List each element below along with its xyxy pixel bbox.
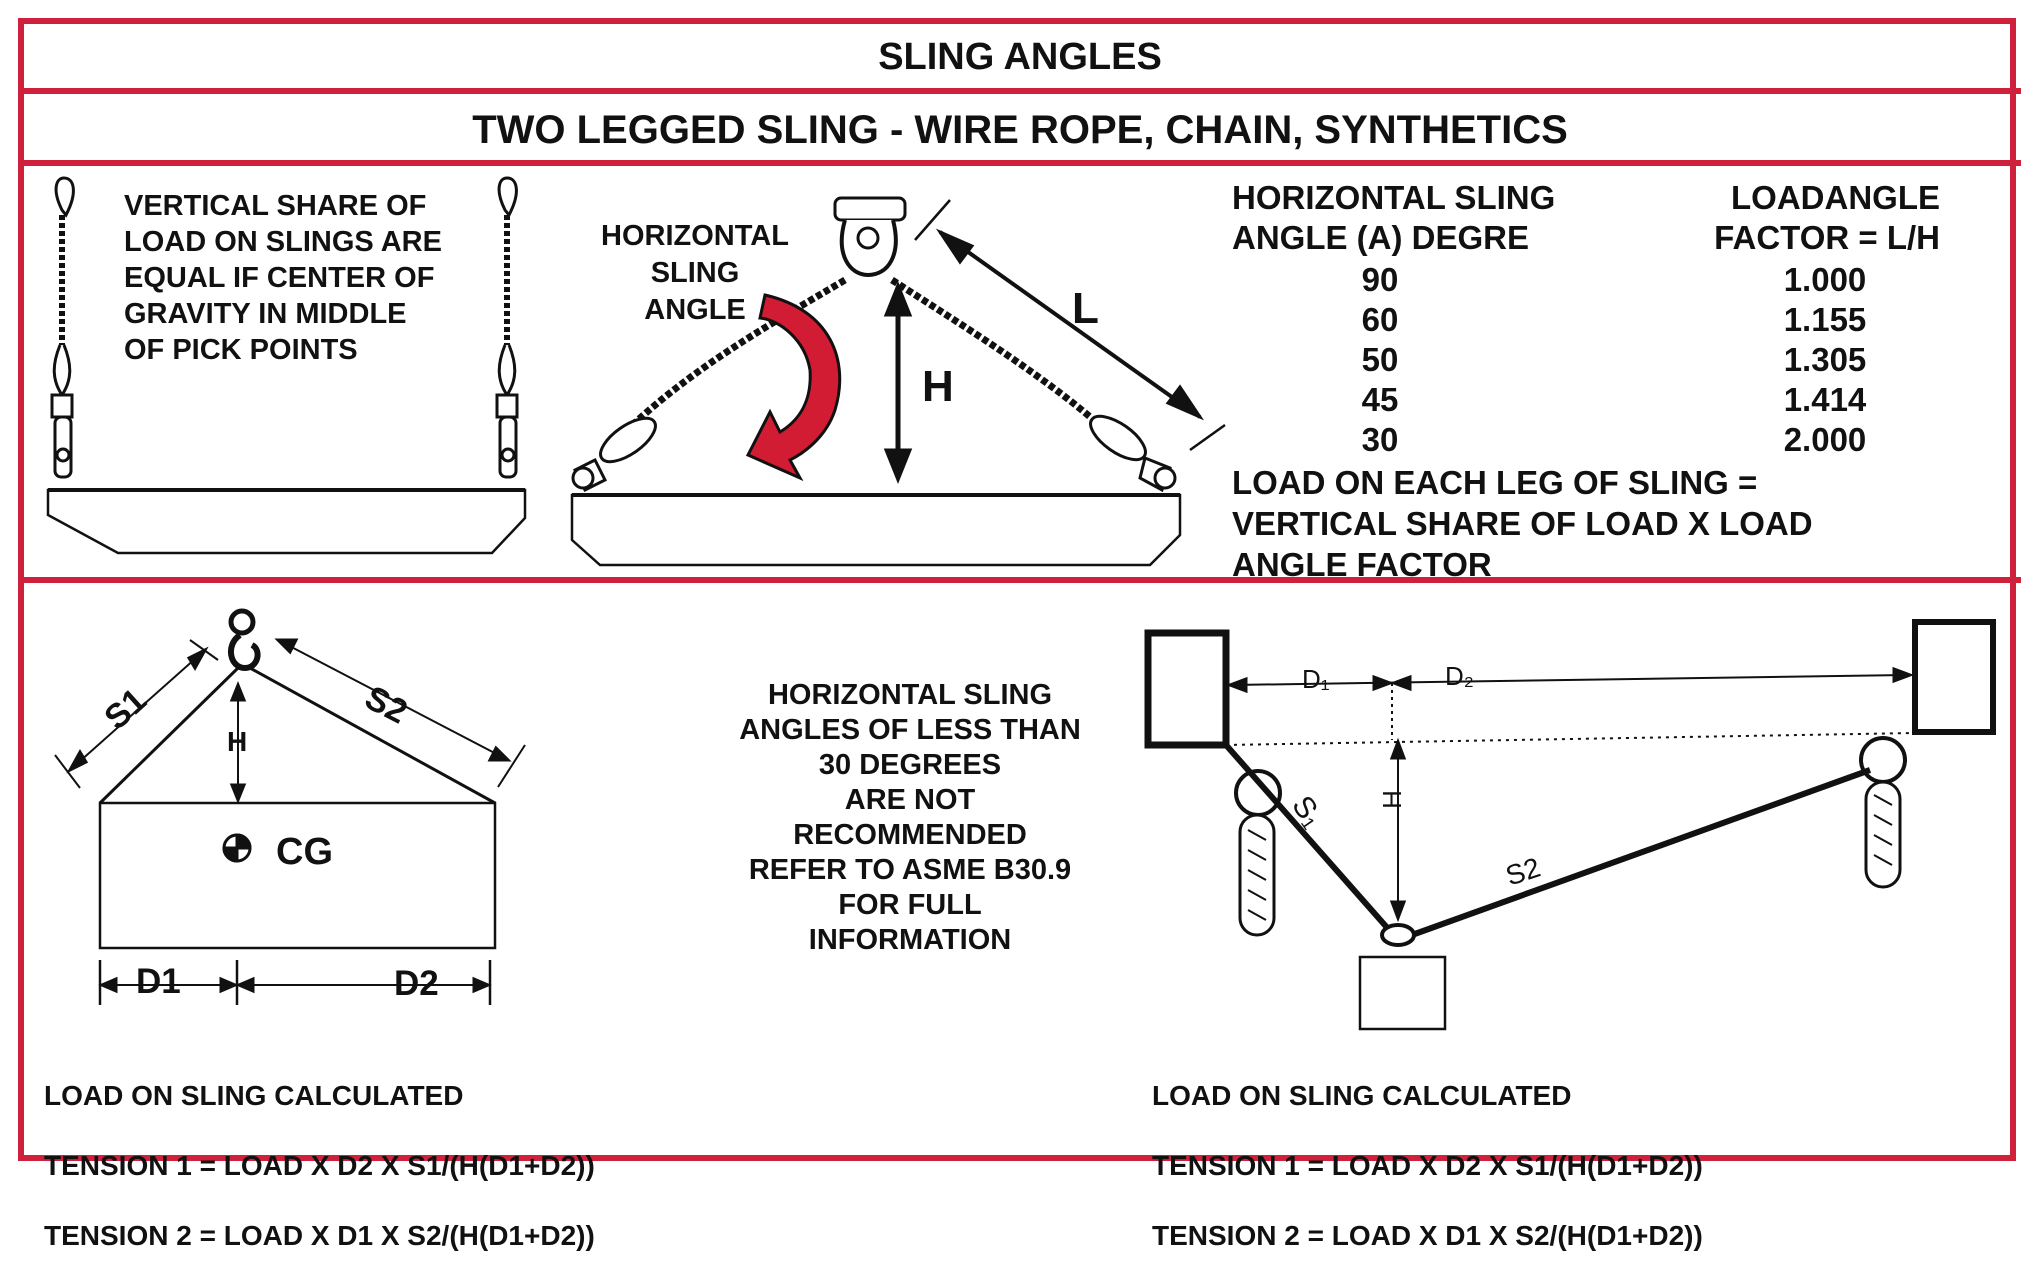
unequal-sling-diagram — [1144, 619, 1996, 1031]
calc-right-title: LOAD ON SLING CALCULATED — [1152, 1080, 1572, 1111]
d1-label: D1 — [136, 962, 181, 1001]
outer-frame — [18, 18, 2016, 1161]
table-factor-column: 1.000 1.155 1.305 1.414 2.000 — [1740, 260, 1910, 460]
table-cell-factor: 1.305 — [1783, 341, 1867, 378]
divider-title — [18, 88, 2021, 94]
table-header-angle: HORIZONTAL SLING ANGLE (A) DEGRE — [1232, 179, 1556, 256]
h-label: H — [227, 726, 248, 757]
page-title: SLING ANGLES — [878, 36, 1162, 78]
sling-angle-illustration — [570, 196, 1226, 567]
d2-label: D2 — [394, 964, 439, 1003]
vertical-share-note: VERTICAL SHARE OF LOAD ON SLINGS ARE EQU… — [124, 190, 442, 366]
table-cell-angle: 60 — [1361, 301, 1399, 338]
divider-panels — [18, 577, 2021, 583]
table-cell-factor: 1.000 — [1783, 261, 1867, 298]
height-label: H — [922, 362, 954, 411]
horizontal-sling-angle-label: HORIZONTAL SLING ANGLE — [601, 220, 789, 326]
calc-right-tension2: TENSION 2 = LOAD X D1 X S2/(H(D1+D2)) — [1152, 1220, 1703, 1251]
table-angle-column: 90 60 50 45 30 — [1300, 260, 1460, 460]
calc-left-block: LOAD ON SLING CALCULATED TENSION 1 = LOA… — [44, 1043, 595, 1288]
calc-left-tension1: TENSION 1 = LOAD X D2 X S1/(H(D1+D2)) — [44, 1150, 595, 1181]
table-cell-factor: 1.414 — [1783, 381, 1867, 418]
cg-label: CG — [276, 831, 333, 873]
divider-subtitle — [18, 160, 2021, 166]
cg-sling-diagram — [54, 608, 526, 1005]
right-d2-label: D₂ — [1445, 661, 1474, 691]
table-cell-angle: 30 — [1361, 421, 1399, 458]
calc-left-title: LOAD ON SLING CALCULATED — [44, 1080, 464, 1111]
load-per-leg-formula: LOAD ON EACH LEG OF SLING = VERTICAL SHA… — [1232, 464, 1813, 583]
table-cell-angle: 50 — [1361, 341, 1399, 378]
table-cell-angle: 90 — [1361, 261, 1399, 298]
angle-warning-note: HORIZONTAL SLING ANGLES OF LESS THAN 30 … — [739, 679, 1081, 956]
calc-right-tension1: TENSION 1 = LOAD X D2 X S1/(H(D1+D2)) — [1152, 1150, 1703, 1181]
right-h-label: H — [1376, 790, 1407, 809]
right-d1-label: D₁ — [1302, 664, 1330, 694]
table-cell-factor: 2.000 — [1783, 421, 1867, 458]
page-subtitle: TWO LEGGED SLING - WIRE ROPE, CHAIN, SYN… — [472, 108, 1568, 152]
vertical-sling-illustration — [46, 176, 527, 555]
table-cell-factor: 1.155 — [1783, 301, 1867, 338]
table-header-factor: LOADANGLE FACTOR = L/H — [1714, 179, 1940, 256]
length-label: L — [1072, 284, 1099, 333]
table-cell-angle: 45 — [1361, 381, 1399, 418]
calc-left-tension2: TENSION 2 = LOAD X D1 X S2/(H(D1+D2)) — [44, 1220, 595, 1251]
calc-right-block: LOAD ON SLING CALCULATED TENSION 1 = LOA… — [1152, 1043, 1703, 1288]
